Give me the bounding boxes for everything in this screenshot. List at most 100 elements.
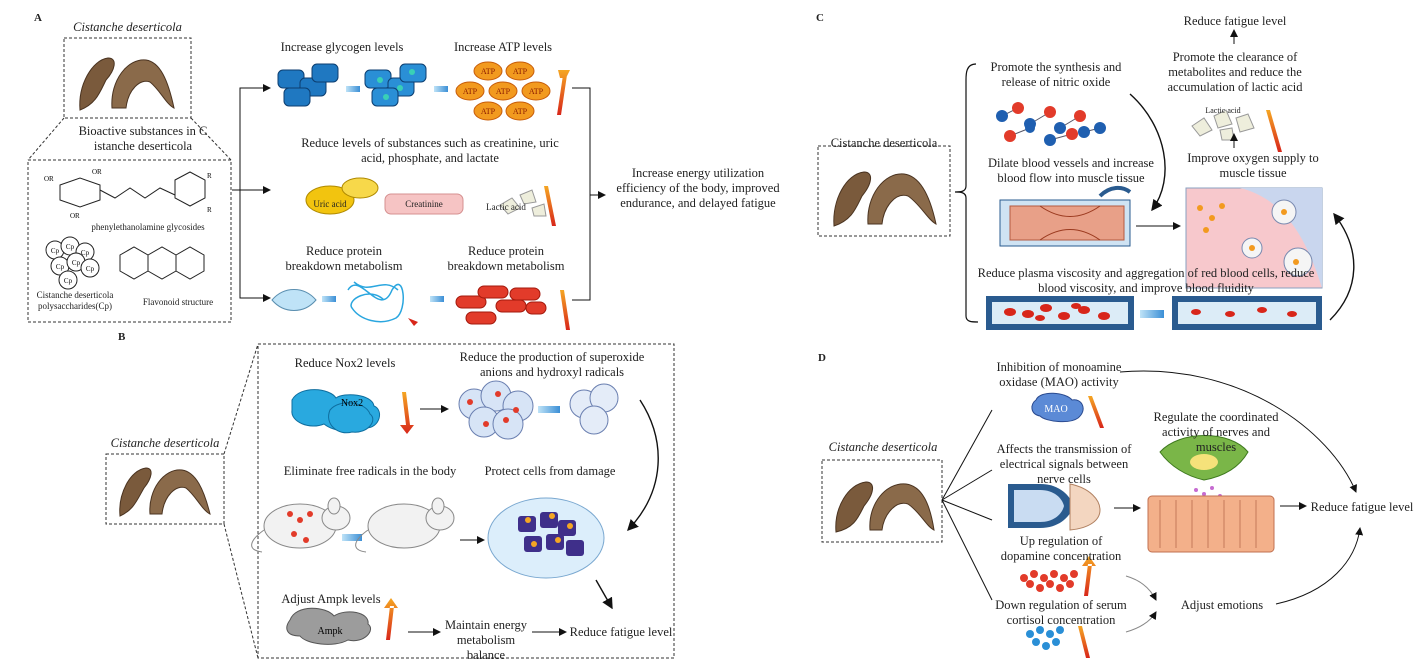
cortisol-molecules — [1026, 626, 1064, 650]
cp-token: Cp — [64, 277, 73, 285]
clean-cells — [569, 383, 619, 435]
atp-token: ATP — [481, 107, 496, 116]
nox2-blobs — [291, 389, 381, 434]
energy-balance-label: Maintain energy metabolism balance — [444, 618, 528, 662]
panel-label-a: A — [34, 12, 42, 24]
oxygen-label: Improve oxygen supply to muscle tissue — [1187, 151, 1319, 180]
nox2-token: Nox2 — [341, 398, 363, 409]
mao-blob — [1031, 392, 1084, 423]
cortisol-label: Down regulation of serum cortisol concen… — [995, 598, 1127, 627]
down-arrow-icon — [1078, 626, 1090, 658]
cp-token: Cp — [56, 263, 65, 271]
protein-tangle-icon — [347, 281, 404, 323]
synapse-icon — [1008, 483, 1101, 531]
up-arrow-icon — [557, 70, 570, 115]
atp-token: ATP — [496, 87, 511, 96]
panelA-atp-tokens — [455, 61, 551, 121]
down-arrow-icon — [560, 290, 570, 330]
down-arrow-icon — [544, 186, 556, 226]
panelB-plant-photo-frame — [105, 453, 225, 525]
or-label-1: OR — [44, 175, 54, 183]
dilate-label: Dilate blood vessels and increase blood … — [988, 156, 1154, 185]
up-arrow-icon — [384, 598, 398, 640]
panelD-plant-photo — [835, 481, 935, 533]
dopamine-label: Up regulation of dopamine concentration — [1000, 534, 1122, 563]
panelC-plant-photo-frame — [817, 145, 951, 237]
atp-token: ATP — [513, 107, 528, 116]
reduce-substances-label: Reduce levels of substances such as crea… — [301, 136, 559, 165]
panelD-plant-name: Cistanche deserticola — [828, 440, 938, 454]
lactic-acid-crystals — [1191, 109, 1255, 141]
nox2-label: Reduce Nox2 levels — [294, 356, 396, 370]
free-radicals-label: Eliminate free radicals in the body — [283, 464, 457, 478]
dopamine-molecules — [1020, 570, 1078, 592]
panelB-plant-name: Cistanche deserticola — [110, 436, 220, 450]
panelA-plant-photo-frame — [63, 37, 192, 119]
panel-label-c: C — [816, 12, 824, 24]
panelA-plant-name: Cistanche deserticola — [73, 20, 182, 34]
panel-label-b: B — [118, 331, 126, 343]
cp-token: Cp — [72, 259, 81, 267]
mouse-icon — [355, 497, 455, 553]
adjust-emotions-label: Adjust emotions — [1180, 598, 1264, 612]
mao-token: MAO — [1044, 404, 1067, 415]
atp-token: ATP — [463, 87, 478, 96]
ampk-token: Ampk — [318, 626, 343, 637]
r-label-1: R — [207, 172, 212, 180]
panelA-glycosides-label: phenylethanolamine glycosides — [91, 222, 205, 232]
down-arrow-icon — [1266, 110, 1282, 152]
atp-token: ATP — [481, 67, 496, 76]
panelD-fatigue-label: Reduce fatigue level — [1310, 500, 1414, 514]
r-label-2: R — [207, 206, 212, 214]
cp-token: Cp — [66, 243, 75, 251]
panelA-plant-photo — [79, 57, 175, 111]
mouse-icon — [251, 497, 351, 553]
protein-lens-icon — [271, 289, 317, 311]
coordinated-label: Regulate the coordinated activity of ner… — [1153, 410, 1279, 454]
cp-token: Cp — [86, 265, 95, 273]
panelB-frame — [257, 343, 675, 659]
viscosity-label: Reduce plasma viscosity and aggregation … — [977, 266, 1315, 295]
muscle-fiber-icon — [455, 285, 547, 325]
superoxide-label: Reduce the production of superoxide anio… — [459, 350, 645, 379]
panelA-bioactive-title: Bioactive substances in C istanche deser… — [78, 124, 208, 153]
ampk-blobs — [286, 607, 371, 645]
atp-token: ATP — [529, 87, 544, 96]
panelA-polysaccharides-label: Cistanche deserticola polysaccharides(Cp… — [36, 290, 114, 311]
creatinine-blob — [384, 193, 464, 215]
panelD-branch-lines — [941, 370, 1364, 605]
panelA-flavonoid-structure — [119, 246, 205, 280]
panelC-plant-photo — [833, 171, 937, 227]
clearance-label: Promote the clearance of metabolites and… — [1167, 50, 1303, 94]
atp-label: Increase ATP levels — [453, 40, 553, 54]
uric-acid-label: Uric acid — [313, 199, 347, 209]
blood-vessel-muscle — [999, 185, 1132, 247]
down-arrow-icon — [400, 392, 414, 434]
panelC-brace — [954, 63, 979, 323]
lactic-acid-label: Lactic acid — [486, 202, 526, 212]
panelA-glycogen-cells — [277, 63, 448, 107]
panelC-lactic-acid-label: Lactic acid — [1205, 106, 1241, 115]
lactic-acid-crystals — [499, 189, 547, 217]
protein-breakdown-label-2: Reduce protein breakdown metabolism — [447, 244, 565, 273]
creatinine-label: Creatinine — [405, 199, 443, 209]
panelA-glycoside-structure — [59, 171, 206, 208]
panelB-plant-photo — [119, 467, 211, 517]
panelA-result: Increase energy utilization efficiency o… — [616, 166, 780, 210]
no-synthesis-label: Promote the synthesis and release of nit… — [990, 60, 1122, 89]
up-arrow-icon — [1082, 556, 1096, 596]
signals-label: Affects the transmission of electrical s… — [996, 442, 1132, 486]
protein-breakdown-label-1: Reduce protein breakdown metabolism — [285, 244, 403, 273]
hollow-arrows — [1125, 575, 1157, 633]
glycogen-label: Increase glycogen levels — [280, 40, 404, 54]
panelB-fatigue-label: Reduce fatigue level — [569, 625, 673, 639]
down-arrow-icon — [1088, 396, 1104, 428]
panel-label-d: D — [818, 352, 826, 364]
blood-flow-vessel — [986, 296, 1322, 330]
panelA-compound-frame — [27, 159, 232, 323]
panelA-branch-arrows — [232, 84, 606, 302]
panelA-flavonoid-label: Flavonoid structure — [142, 297, 214, 307]
panelA-cp-circles — [45, 236, 100, 290]
atp-token: ATP — [513, 67, 528, 76]
